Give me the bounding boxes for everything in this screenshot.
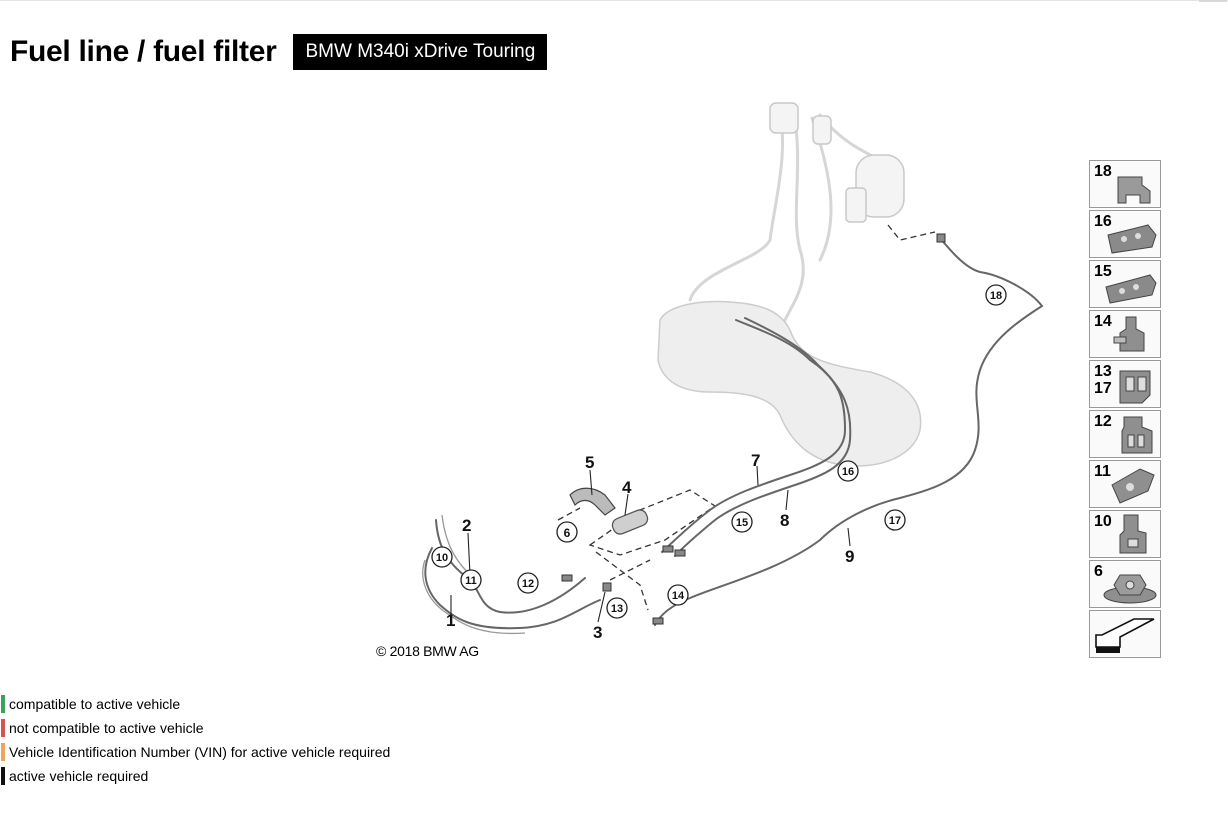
clip-icon <box>1117 176 1151 204</box>
part-label-8[interactable]: 8 <box>780 511 789 530</box>
fuel-line-8 <box>674 317 852 557</box>
clip-icon <box>1121 416 1153 454</box>
vehicle-badge[interactable]: BMW M340i xDrive Touring <box>293 34 548 70</box>
thumbnail-label: 16 <box>1094 213 1112 230</box>
thumbnail-part-10[interactable]: 10 <box>1089 510 1161 558</box>
thumbnail-label: 6 <box>1094 563 1103 580</box>
part-label-3[interactable]: 3 <box>593 623 602 642</box>
thumbnail-part-16[interactable]: 16 <box>1089 210 1161 258</box>
callout-17[interactable]: 17 <box>884 509 906 531</box>
callout-10[interactable]: 10 <box>431 546 453 568</box>
part-thumbnail-list: 18 16 15 14 13 17 12 11 10 6 <box>1089 160 1161 660</box>
legend-label: Vehicle Identification Number (VIN) for … <box>9 744 391 760</box>
top-divider <box>0 0 1228 1</box>
part-label-1[interactable]: 1 <box>446 611 455 630</box>
callout-15[interactable]: 15 <box>731 511 753 533</box>
legend-label: compatible to active vehicle <box>9 696 181 712</box>
legend-color-bar <box>1 695 5 713</box>
page-header: Fuel line / fuel filter BMW M340i xDrive… <box>10 34 548 70</box>
thumbnail-forward-arrow[interactable] <box>1089 610 1161 658</box>
callout-16[interactable]: 16 <box>837 460 859 482</box>
thumbnail-part-14[interactable]: 14 <box>1089 310 1161 358</box>
fuel-line-7 <box>661 319 847 553</box>
part-label-9[interactable]: 9 <box>845 547 854 566</box>
legend-compatible: compatible to active vehicle <box>0 694 390 714</box>
carbon-canister <box>855 154 905 218</box>
callout-18[interactable]: 18 <box>985 284 1007 306</box>
fuel-tank <box>657 300 922 467</box>
svg-text:11: 11 <box>465 575 477 587</box>
thumbnail-part-12[interactable]: 12 <box>1089 410 1161 458</box>
part-labels: 1 2 3 4 5 7 8 9 <box>446 451 854 642</box>
callout-14[interactable]: 14 <box>667 584 689 606</box>
svg-text:10: 10 <box>436 552 448 564</box>
part-label-4[interactable]: 4 <box>622 478 632 497</box>
page-title: Fuel line / fuel filter <box>10 35 277 68</box>
compatibility-legend: compatible to active vehicle not compati… <box>0 694 390 790</box>
svg-text:13: 13 <box>611 603 623 615</box>
legend-color-bar <box>1 743 5 761</box>
part-label-5[interactable]: 5 <box>585 453 594 472</box>
thumbnail-label: 14 <box>1094 313 1112 330</box>
parts-diagram-drawing: 1 2 3 4 5 7 8 9 6 10 11 12 13 14 15 16 1… <box>422 102 1044 642</box>
callouts: 6 10 11 12 13 14 15 16 17 18 <box>431 284 1007 619</box>
thumbnail-label: 11 <box>1094 463 1111 480</box>
nut-icon <box>1103 574 1157 604</box>
thumbnail-label: 10 <box>1094 513 1112 530</box>
legend-vin-required: Vehicle Identification Number (VIN) for … <box>0 742 390 762</box>
multi-clip-icon <box>1107 224 1157 254</box>
clip-icon <box>1119 370 1151 404</box>
fuel-filter <box>611 509 649 535</box>
callout-13[interactable]: 13 <box>606 597 628 619</box>
part-label-2[interactable]: 2 <box>462 516 471 535</box>
clip-icon <box>1119 514 1147 554</box>
callout-12[interactable]: 12 <box>517 572 539 594</box>
vent-valve <box>812 115 832 145</box>
top-corner-marker <box>1199 0 1227 2</box>
arrow-icon <box>1095 618 1155 653</box>
legend-color-bar <box>1 767 5 785</box>
callout-6[interactable]: 6 <box>556 521 578 543</box>
thumbnail-label: 12 <box>1094 413 1112 430</box>
thumbnail-part-11[interactable]: 11 <box>1089 460 1161 508</box>
part-label-7[interactable]: 7 <box>751 451 760 470</box>
holder-icon <box>1113 316 1145 352</box>
svg-text:6: 6 <box>564 526 571 540</box>
legend-label: not compatible to active vehicle <box>9 720 204 736</box>
thumbnail-label: 18 <box>1094 163 1112 180</box>
thumbnail-part-6[interactable]: 6 <box>1089 560 1161 608</box>
thumbnail-label: 15 <box>1094 263 1112 280</box>
legend-color-bar <box>1 719 5 737</box>
copyright-notice: © 2018 BMW AG <box>376 643 479 659</box>
svg-text:16: 16 <box>842 466 854 478</box>
clip-icon <box>1111 468 1155 504</box>
thumbnail-part-18[interactable]: 18 <box>1089 160 1161 208</box>
filter-bracket <box>569 487 616 516</box>
thumbnail-part-15[interactable]: 15 <box>1089 260 1161 308</box>
fuel-line-1 <box>424 547 601 630</box>
svg-text:12: 12 <box>522 578 534 590</box>
parts-diagram: 1 2 3 4 5 7 8 9 6 10 11 12 13 14 15 16 1… <box>376 102 1151 659</box>
legend-active-vehicle-required: active vehicle required <box>0 766 390 786</box>
legend-not-compatible: not compatible to active vehicle <box>0 718 390 738</box>
filler-cap <box>769 102 799 134</box>
svg-text:17: 17 <box>889 515 901 527</box>
legend-label: active vehicle required <box>9 768 149 784</box>
svg-text:14: 14 <box>672 590 685 602</box>
fuel-line-18 <box>654 237 1044 626</box>
thumbnail-label: 13 17 <box>1094 363 1112 397</box>
multi-clip-icon <box>1105 274 1157 304</box>
thumbnail-part-13-17[interactable]: 13 17 <box>1089 360 1161 408</box>
svg-text:15: 15 <box>736 517 748 529</box>
callout-11[interactable]: 11 <box>460 569 482 591</box>
svg-text:18: 18 <box>990 290 1002 302</box>
